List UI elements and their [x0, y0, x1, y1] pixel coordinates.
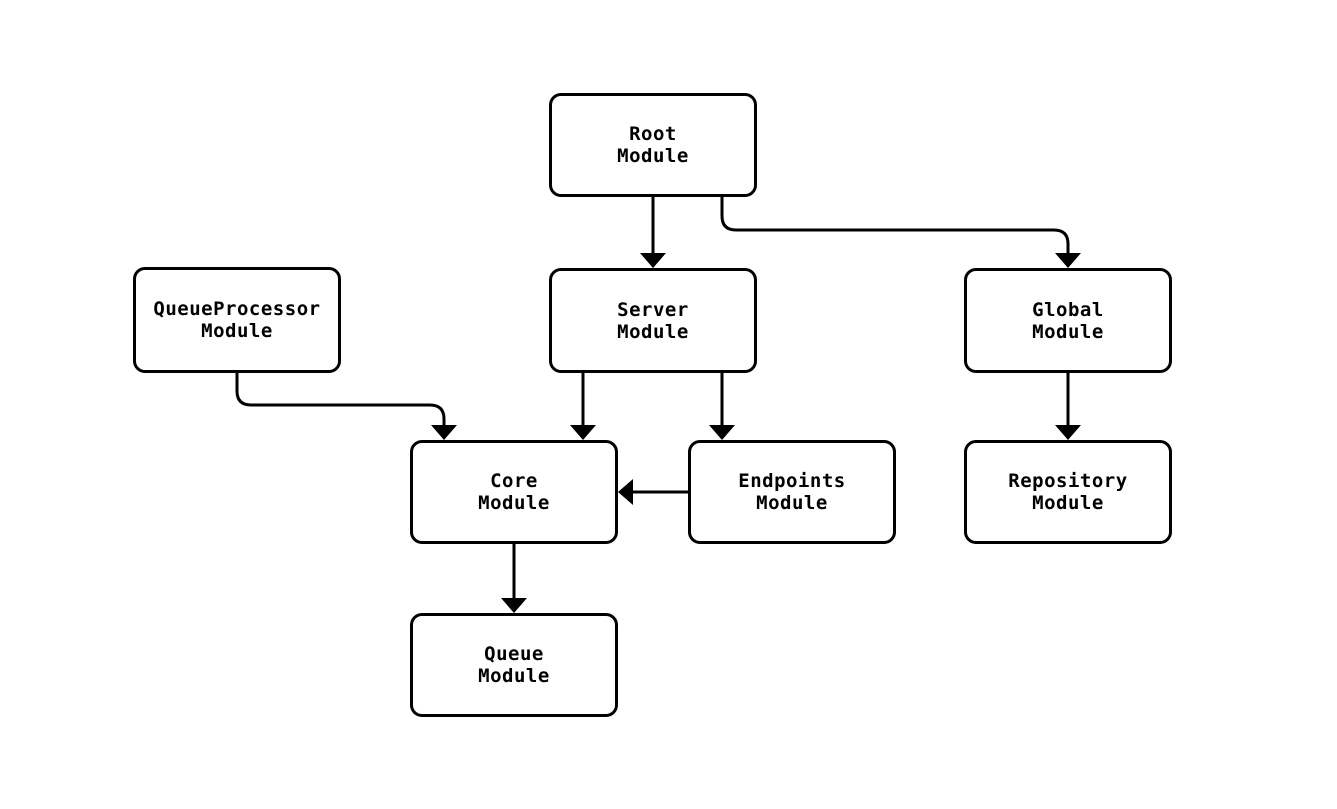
arrowhead-core-queue [501, 598, 527, 613]
node-queue: Queue Module [410, 613, 618, 717]
node-label-repository: Repository Module [1008, 470, 1128, 514]
arrowhead-endpoints-core [618, 479, 633, 505]
node-repository: Repository Module [964, 440, 1172, 544]
edge-queueprocessor-core [235, 373, 446, 425]
arrowhead-root-global [1055, 253, 1081, 268]
node-label-root: Root Module [617, 123, 689, 167]
arrowhead-global-repository [1055, 425, 1081, 440]
arrowhead-root-server [640, 253, 666, 268]
node-server: Server Module [549, 268, 757, 373]
node-label-core: Core Module [478, 470, 550, 514]
node-core: Core Module [410, 440, 618, 544]
node-queueprocessor: QueueProcessor Module [133, 267, 341, 373]
edge-root-global [720, 197, 1070, 253]
node-endpoints: Endpoints Module [688, 440, 896, 544]
node-label-queue: Queue Module [478, 643, 550, 687]
node-label-server: Server Module [617, 298, 689, 343]
node-global: Global Module [964, 268, 1172, 373]
arrowhead-server-core [570, 425, 596, 440]
node-root: Root Module [549, 93, 757, 197]
arrowhead-queueprocessor-core [431, 425, 457, 440]
node-label-global: Global Module [1032, 298, 1104, 343]
arrowhead-server-endpoints [709, 425, 735, 440]
node-label-endpoints: Endpoints Module [738, 470, 846, 514]
node-label-queueprocessor: QueueProcessor Module [153, 298, 321, 342]
